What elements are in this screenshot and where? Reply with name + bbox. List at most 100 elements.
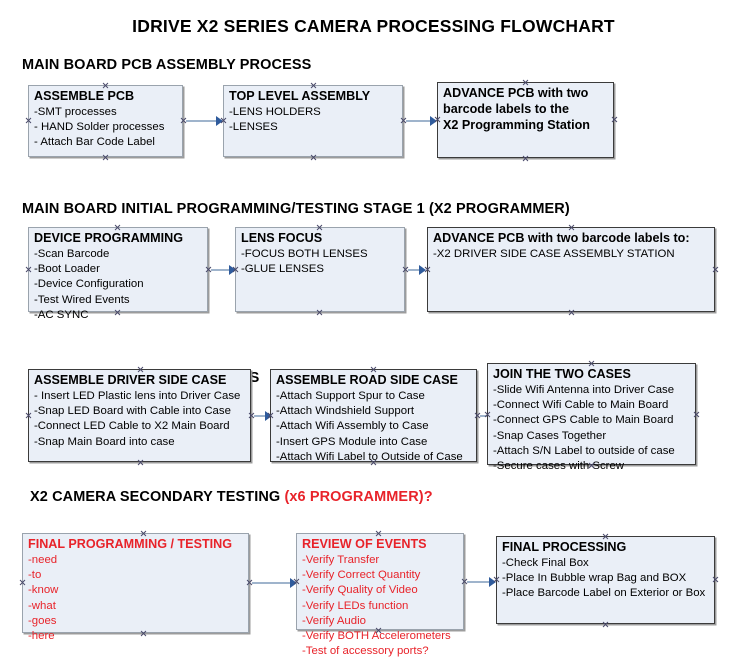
resize-handle-bottom[interactable] — [602, 621, 609, 628]
box-line: -Snap Main Board into case — [34, 435, 175, 448]
resize-handle-bottom[interactable] — [375, 627, 382, 634]
box-line: -Test Wired Events — [34, 293, 130, 306]
resize-handle-right[interactable] — [712, 266, 719, 273]
box-line: -Connect LED Cable to X2 Main Board — [34, 420, 230, 433]
resize-handle-bottom[interactable] — [568, 309, 575, 316]
process-box-advance-pcb-to-driver-side-case[interactable]: ADVANCE PCB with two barcode labels to: … — [427, 227, 715, 312]
resize-handle-top[interactable] — [310, 82, 317, 89]
process-box-final-processing[interactable]: FINAL PROCESSING -Check Final Box -Place… — [496, 536, 715, 624]
process-box-assemble-pcb[interactable]: ASSEMBLE PCB -SMT processes - HAND Solde… — [28, 85, 183, 157]
resize-handle-bottom[interactable] — [102, 154, 109, 161]
box-line: -Scan Barcode — [34, 248, 110, 261]
box-line: -Device Configuration — [34, 278, 144, 291]
process-box-join-the-two-cases[interactable]: JOIN THE TWO CASES -Slide Wifi Antenna i… — [487, 363, 696, 472]
resize-handle-left[interactable] — [232, 266, 239, 273]
resize-handle-top[interactable] — [102, 82, 109, 89]
resize-handle-bottom[interactable] — [114, 309, 121, 316]
box-line: -Snap LED Board with Cable into Case — [34, 405, 231, 418]
process-box-lens-focus[interactable]: LENS FOCUS -FOCUS BOTH LENSES -GLUE LENS… — [235, 227, 405, 312]
box-title: ADVANCE PCB with two — [443, 86, 589, 100]
resize-handle-left[interactable] — [19, 579, 26, 586]
section-heading-4: X2 CAMERA SECONDARY TESTING (x6 PROGRAMM… — [30, 489, 433, 505]
box-line: -Check Final Box — [502, 557, 589, 570]
process-box-advance-pcb-to-programming-station[interactable]: ADVANCE PCB with two barcode labels to t… — [437, 82, 614, 158]
box-line: -Place Barcode Label on Exterior or Box — [502, 587, 706, 600]
process-box-final-programming-testing[interactable]: FINAL PROGRAMMING / TESTING -need -to -k… — [22, 533, 249, 642]
resize-handle-top[interactable] — [316, 224, 323, 231]
resize-handle-top[interactable] — [588, 360, 595, 367]
resize-handle-right[interactable] — [611, 116, 618, 123]
resize-handle-left[interactable] — [434, 116, 441, 123]
resize-handle-top[interactable] — [137, 366, 144, 373]
resize-handle-left[interactable] — [493, 576, 500, 583]
resize-handle-top[interactable] — [114, 224, 121, 231]
box-line: -LENSES — [229, 121, 278, 134]
box-title: ASSEMBLE ROAD SIDE CASE — [276, 373, 458, 387]
resize-handle-bottom[interactable] — [588, 462, 595, 469]
box-line: -need — [28, 554, 58, 567]
process-box-assemble-road-side-case[interactable]: ASSEMBLE ROAD SIDE CASE -Attach Support … — [270, 369, 477, 463]
page-title: IDRIVE X2 SERIES CAMERA PROCESSING FLOWC… — [132, 16, 615, 36]
box-line: -Verify Quality of Video — [302, 584, 418, 597]
resize-handle-left[interactable] — [267, 412, 274, 419]
box-title: TOP LEVEL ASSEMBLY — [229, 89, 371, 103]
box-line: -Attach Wifi Label to Outside of Case — [276, 450, 463, 463]
resize-handle-bottom[interactable] — [316, 309, 323, 316]
box-line: -Verify BOTH Accelerometers — [302, 629, 451, 642]
resize-handle-top[interactable] — [602, 533, 609, 540]
resize-handle-top[interactable] — [568, 224, 575, 231]
resize-handle-top[interactable] — [140, 530, 147, 537]
box-line: barcode labels to the — [443, 102, 569, 117]
resize-handle-top[interactable] — [370, 366, 377, 373]
process-box-device-programming[interactable]: DEVICE PROGRAMMING -Scan Barcode -Boot L… — [28, 227, 208, 321]
process-box-top-level-assembly[interactable]: TOP LEVEL ASSEMBLY -LENS HOLDERS -LENSES — [223, 85, 403, 157]
box-line: -Slide Wifi Antenna into Driver Case — [493, 384, 675, 397]
section-heading-4-text: X2 CAMERA SECONDARY TESTING — [30, 489, 285, 505]
box-line: -to — [28, 569, 42, 582]
resize-handle-left[interactable] — [293, 578, 300, 585]
section-heading-2: MAIN BOARD INITIAL PROGRAMMING/TESTING S… — [22, 201, 570, 217]
box-line: -Verify Correct Quantity — [302, 569, 421, 582]
connector-line — [186, 120, 218, 122]
resize-handle-left[interactable] — [25, 266, 32, 273]
box-title: DEVICE PROGRAMMING — [34, 231, 184, 245]
resize-handle-left[interactable] — [424, 266, 431, 273]
box-title: ASSEMBLE DRIVER SIDE CASE — [34, 373, 227, 387]
box-title: ADVANCE PCB with two barcode labels to: — [433, 231, 690, 245]
resize-handle-top[interactable] — [375, 530, 382, 537]
box-line: - Attach Bar Code Label — [34, 136, 155, 149]
connector-line — [408, 269, 422, 271]
box-line: -Attach Support Spur to Case — [276, 390, 425, 403]
box-line: -Verify Audio — [302, 614, 366, 627]
resize-handle-bottom[interactable] — [522, 155, 529, 162]
process-box-review-of-events[interactable]: REVIEW OF EVENTS -Verify Transfer -Verif… — [296, 533, 464, 657]
connector-line — [211, 269, 231, 271]
box-line: -FOCUS BOTH LENSES — [241, 248, 368, 261]
box-line: -AC SYNC — [34, 308, 89, 321]
resize-handle-top[interactable] — [522, 79, 529, 86]
box-line: -Connect Wifi Cable to Main Board — [493, 399, 669, 412]
connector-line — [467, 581, 491, 583]
box-title: FINAL PROGRAMMING / TESTING — [28, 537, 233, 551]
process-box-assemble-driver-side-case[interactable]: ASSEMBLE DRIVER SIDE CASE - Insert LED P… — [28, 369, 251, 462]
resize-handle-left[interactable] — [220, 117, 227, 124]
resize-handle-bottom[interactable] — [137, 459, 144, 466]
resize-handle-left[interactable] — [484, 411, 491, 418]
box-line: -Verify LEDs function — [302, 599, 409, 612]
resize-handle-right[interactable] — [693, 411, 700, 418]
box-line: -LENS HOLDERS — [229, 106, 321, 119]
section-heading-1: MAIN BOARD PCB ASSEMBLY PROCESS — [22, 57, 311, 73]
resize-handle-left[interactable] — [25, 412, 32, 419]
resize-handle-bottom[interactable] — [370, 459, 377, 466]
resize-handle-bottom[interactable] — [310, 154, 317, 161]
resize-handle-right[interactable] — [712, 576, 719, 583]
resize-handle-left[interactable] — [25, 117, 32, 124]
box-line: -SMT processes — [34, 106, 117, 119]
resize-handle-bottom[interactable] — [140, 630, 147, 637]
box-title: LENS FOCUS — [241, 231, 323, 245]
box-line: - HAND Solder processes — [34, 121, 165, 134]
box-line: -GLUE LENSES — [241, 263, 324, 276]
box-line: -Snap Cases Together — [493, 429, 607, 442]
box-line: - Insert LED Plastic lens into Driver Ca… — [34, 390, 241, 403]
